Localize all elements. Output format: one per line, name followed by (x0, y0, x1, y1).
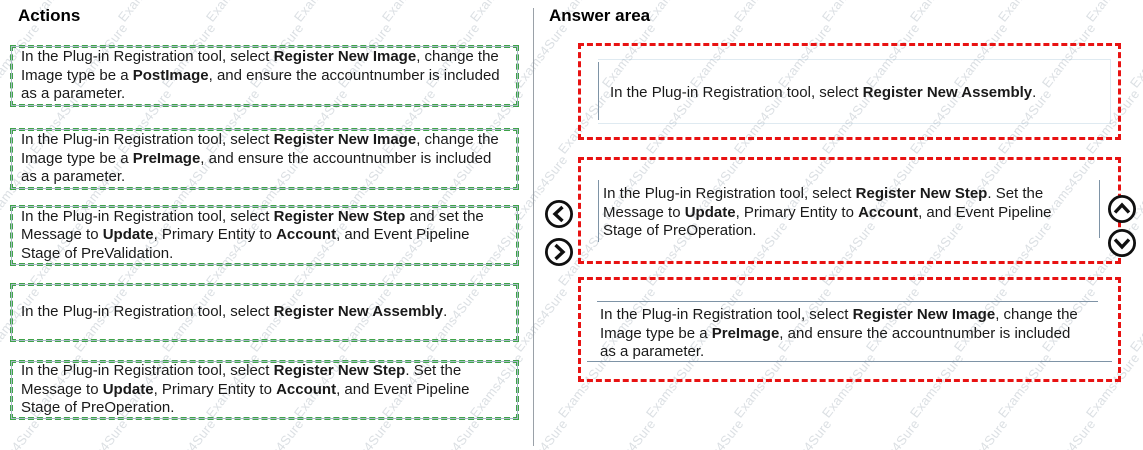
action-card-text: In the Plug-in Registration tool, select… (21, 48, 500, 103)
slot-left-rule (598, 180, 599, 242)
column-divider (533, 8, 534, 446)
move-right-button[interactable] (544, 237, 574, 267)
chevron-up-icon (1107, 194, 1137, 224)
answer-slot-text: In the Plug-in Registration tool, select… (603, 185, 1052, 239)
move-down-button[interactable] (1107, 228, 1137, 258)
answer-slot-text: In the Plug-in Registration tool, select… (610, 84, 1037, 101)
slot-right-rule (1099, 180, 1100, 238)
action-card-postimage[interactable]: In the Plug-in Registration tool, select… (10, 45, 519, 107)
answer-area-title: Answer area (549, 6, 651, 25)
actions-title: Actions (18, 6, 81, 25)
move-left-button[interactable] (544, 199, 574, 229)
answer-slot-1[interactable]: In the Plug-in Registration tool, select… (578, 43, 1121, 140)
chevron-down-icon (1107, 228, 1137, 258)
chevron-right-icon (544, 237, 574, 267)
move-up-button[interactable] (1107, 194, 1137, 224)
chevron-left-icon (544, 199, 574, 229)
action-card-text: In the Plug-in Registration tool, select… (21, 303, 448, 321)
slot-top-rule (597, 301, 1098, 302)
answer-slot-3[interactable]: In the Plug-in Registration tool, select… (578, 277, 1121, 382)
slot-left-rule (598, 62, 599, 120)
action-card-text: In the Plug-in Registration tool, select… (21, 362, 470, 417)
action-card-step-prevalidation[interactable]: In the Plug-in Registration tool, select… (10, 205, 519, 266)
action-card-assembly[interactable]: In the Plug-in Registration tool, select… (10, 283, 519, 342)
answer-slot-text: In the Plug-in Registration tool, select… (600, 306, 1078, 360)
action-card-text: In the Plug-in Registration tool, select… (21, 207, 484, 262)
answer-slot-2[interactable]: In the Plug-in Registration tool, select… (578, 157, 1121, 264)
action-card-step-preoperation[interactable]: In the Plug-in Registration tool, select… (10, 360, 519, 420)
action-card-preimage[interactable]: In the Plug-in Registration tool, select… (10, 128, 519, 190)
action-card-text: In the Plug-in Registration tool, select… (21, 131, 499, 186)
